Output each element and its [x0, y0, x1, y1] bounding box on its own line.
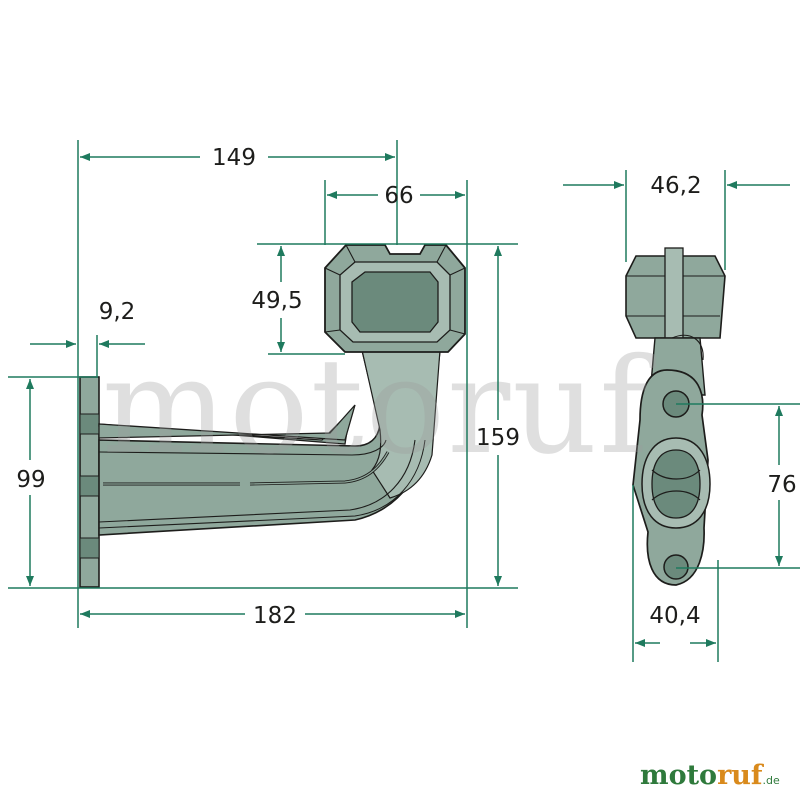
dimension-76-label: 76 — [767, 472, 796, 498]
dimension-9-2-label: 9,2 — [99, 299, 136, 325]
dimension-149-label: 149 — [212, 145, 256, 171]
side-view-part — [625, 247, 726, 586]
logo-part-2: ruf — [717, 760, 765, 791]
dimension-40-4-label: 40,4 — [649, 603, 700, 629]
dimension-66-label: 66 — [384, 183, 413, 209]
watermark: motoruf — [102, 330, 656, 484]
dimension-49-5-label: 49,5 — [251, 288, 302, 314]
dimension-lines-front — [8, 140, 518, 628]
dimension-99-label: 99 — [16, 467, 45, 493]
motoruf-logo: motoruf.de — [640, 760, 780, 791]
dimension-182-label: 182 — [253, 603, 297, 629]
logo-part-1: moto — [640, 760, 717, 791]
front-view-part — [79, 244, 466, 588]
dimension-46-2-label: 46,2 — [650, 173, 701, 199]
logo-tld: .de — [763, 774, 780, 787]
dimension-lines-side — [563, 170, 800, 662]
svg-text:motoruf.de: motoruf.de — [640, 760, 780, 791]
dimension-159-label: 159 — [476, 425, 520, 451]
